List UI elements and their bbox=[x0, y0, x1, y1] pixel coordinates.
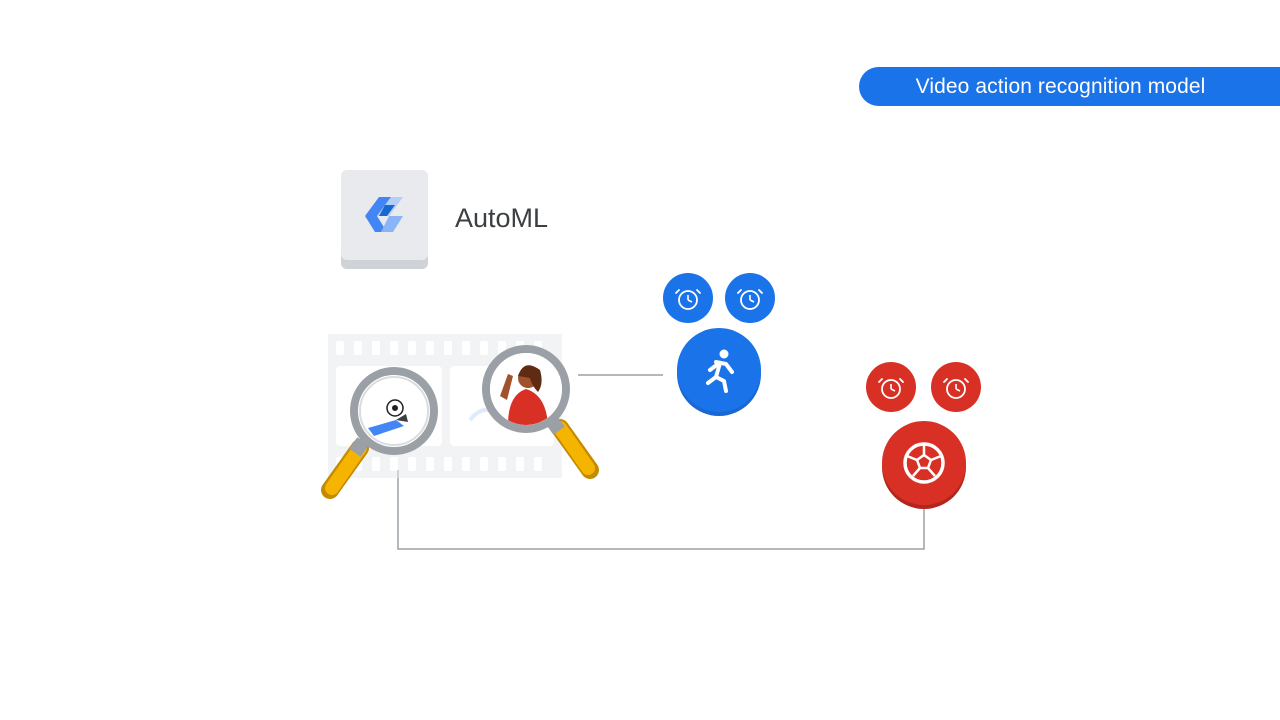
action-group-soccer bbox=[866, 362, 981, 509]
connector-line-soccer bbox=[397, 470, 925, 550]
model-title: Video action recognition model bbox=[915, 74, 1206, 98]
model-title-banner: Video action recognition model bbox=[859, 67, 1280, 106]
automl-tile bbox=[341, 170, 428, 269]
product-name: AutoML bbox=[455, 203, 549, 233]
alarm-clock-icon bbox=[725, 273, 775, 323]
action-group-run bbox=[663, 273, 775, 416]
magnifier-person-icon bbox=[482, 345, 599, 479]
magnifier-soccer-icon bbox=[321, 367, 438, 499]
running-person-icon bbox=[677, 328, 761, 416]
automl-icon bbox=[365, 197, 403, 232]
alarm-clock-icon bbox=[931, 362, 981, 412]
soccer-ball-icon bbox=[882, 421, 966, 509]
alarm-clock-icon bbox=[866, 362, 916, 412]
alarm-clock-icon bbox=[663, 273, 713, 323]
